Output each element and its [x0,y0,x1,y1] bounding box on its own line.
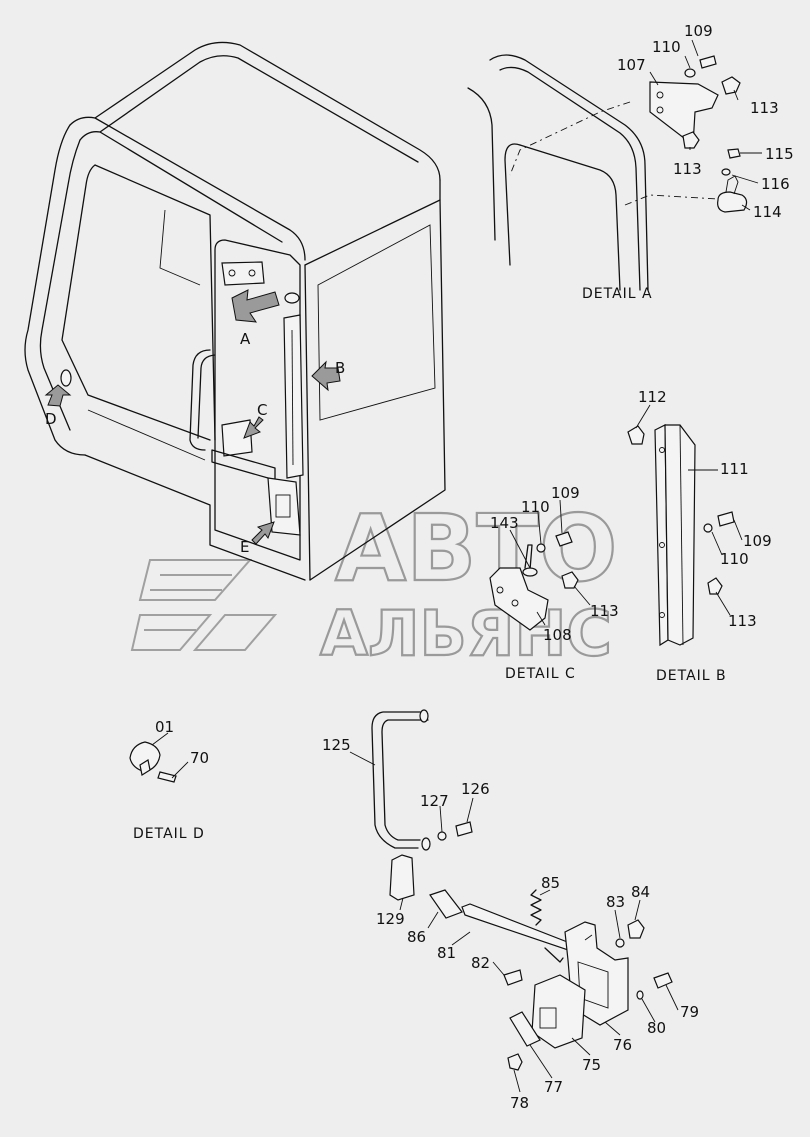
label-75: 75 [582,1056,601,1074]
label-143: 143 [490,514,519,532]
detail-b-drawing [627,424,735,647]
label-109-c: 109 [551,484,580,502]
label-111: 111 [720,460,749,478]
label-110-c: 110 [521,498,550,516]
lock-assembly-drawing [371,709,673,1071]
label-C: C [257,401,267,419]
arrow-c-icon [243,416,264,439]
label-113-c: 113 [590,602,619,620]
view-arrows [44,289,341,545]
caption-detail-c: DETAIL C [505,666,576,682]
label-85: 85 [541,874,560,892]
part-labels: 109 110 107 113 113 115 116 114 112 111 … [45,22,794,1112]
label-108: 108 [543,626,572,644]
label-113-b: 113 [728,612,757,630]
arrow-e-icon [251,521,275,545]
label-113-a1: 113 [750,99,779,117]
watermark-line2: АЛЬЯНС [320,597,612,670]
caption-detail-d: DETAIL D [133,826,205,842]
label-80: 80 [647,1019,666,1037]
label-84: 84 [631,883,650,901]
watermark-logo-icon [130,559,278,651]
label-112: 112 [638,388,667,406]
arrow-b-icon [311,360,341,392]
label-81: 81 [437,944,456,962]
label-109-b: 109 [743,532,772,550]
label-126: 126 [461,780,490,798]
label-78: 78 [510,1094,529,1112]
arrow-d-icon [44,384,72,407]
caption-detail-b: DETAIL B [656,668,727,684]
label-107: 107 [617,56,646,74]
label-B: B [335,359,345,377]
label-110-top: 110 [652,38,681,56]
label-114: 114 [753,203,782,221]
label-E: E [240,538,249,556]
leader-lines [151,39,762,1093]
label-83: 83 [606,893,625,911]
label-110-b: 110 [720,550,749,568]
label-109-top: 109 [684,22,713,40]
detail-captions: DETAIL A DETAIL B DETAIL C DETAIL D [133,286,727,842]
caption-detail-a: DETAIL A [582,286,653,302]
label-A: A [240,330,251,348]
label-125: 125 [322,736,351,754]
label-82: 82 [471,954,490,972]
detail-c-drawing [489,531,579,631]
label-127: 127 [420,792,449,810]
label-76: 76 [613,1036,632,1054]
label-86: 86 [407,928,426,946]
label-D: D [45,410,57,428]
label-70: 70 [190,749,209,767]
detail-d-drawing [129,741,177,783]
label-129: 129 [376,910,405,928]
cab-drawing [24,41,446,581]
label-113-a2: 113 [673,160,702,178]
label-79: 79 [680,1003,699,1021]
detail-a-drawing [467,54,748,291]
label-115: 115 [765,145,794,163]
label-77: 77 [544,1078,563,1096]
label-116: 116 [761,175,790,193]
arrow-a-icon [231,289,280,323]
label-01: 01 [155,718,174,736]
